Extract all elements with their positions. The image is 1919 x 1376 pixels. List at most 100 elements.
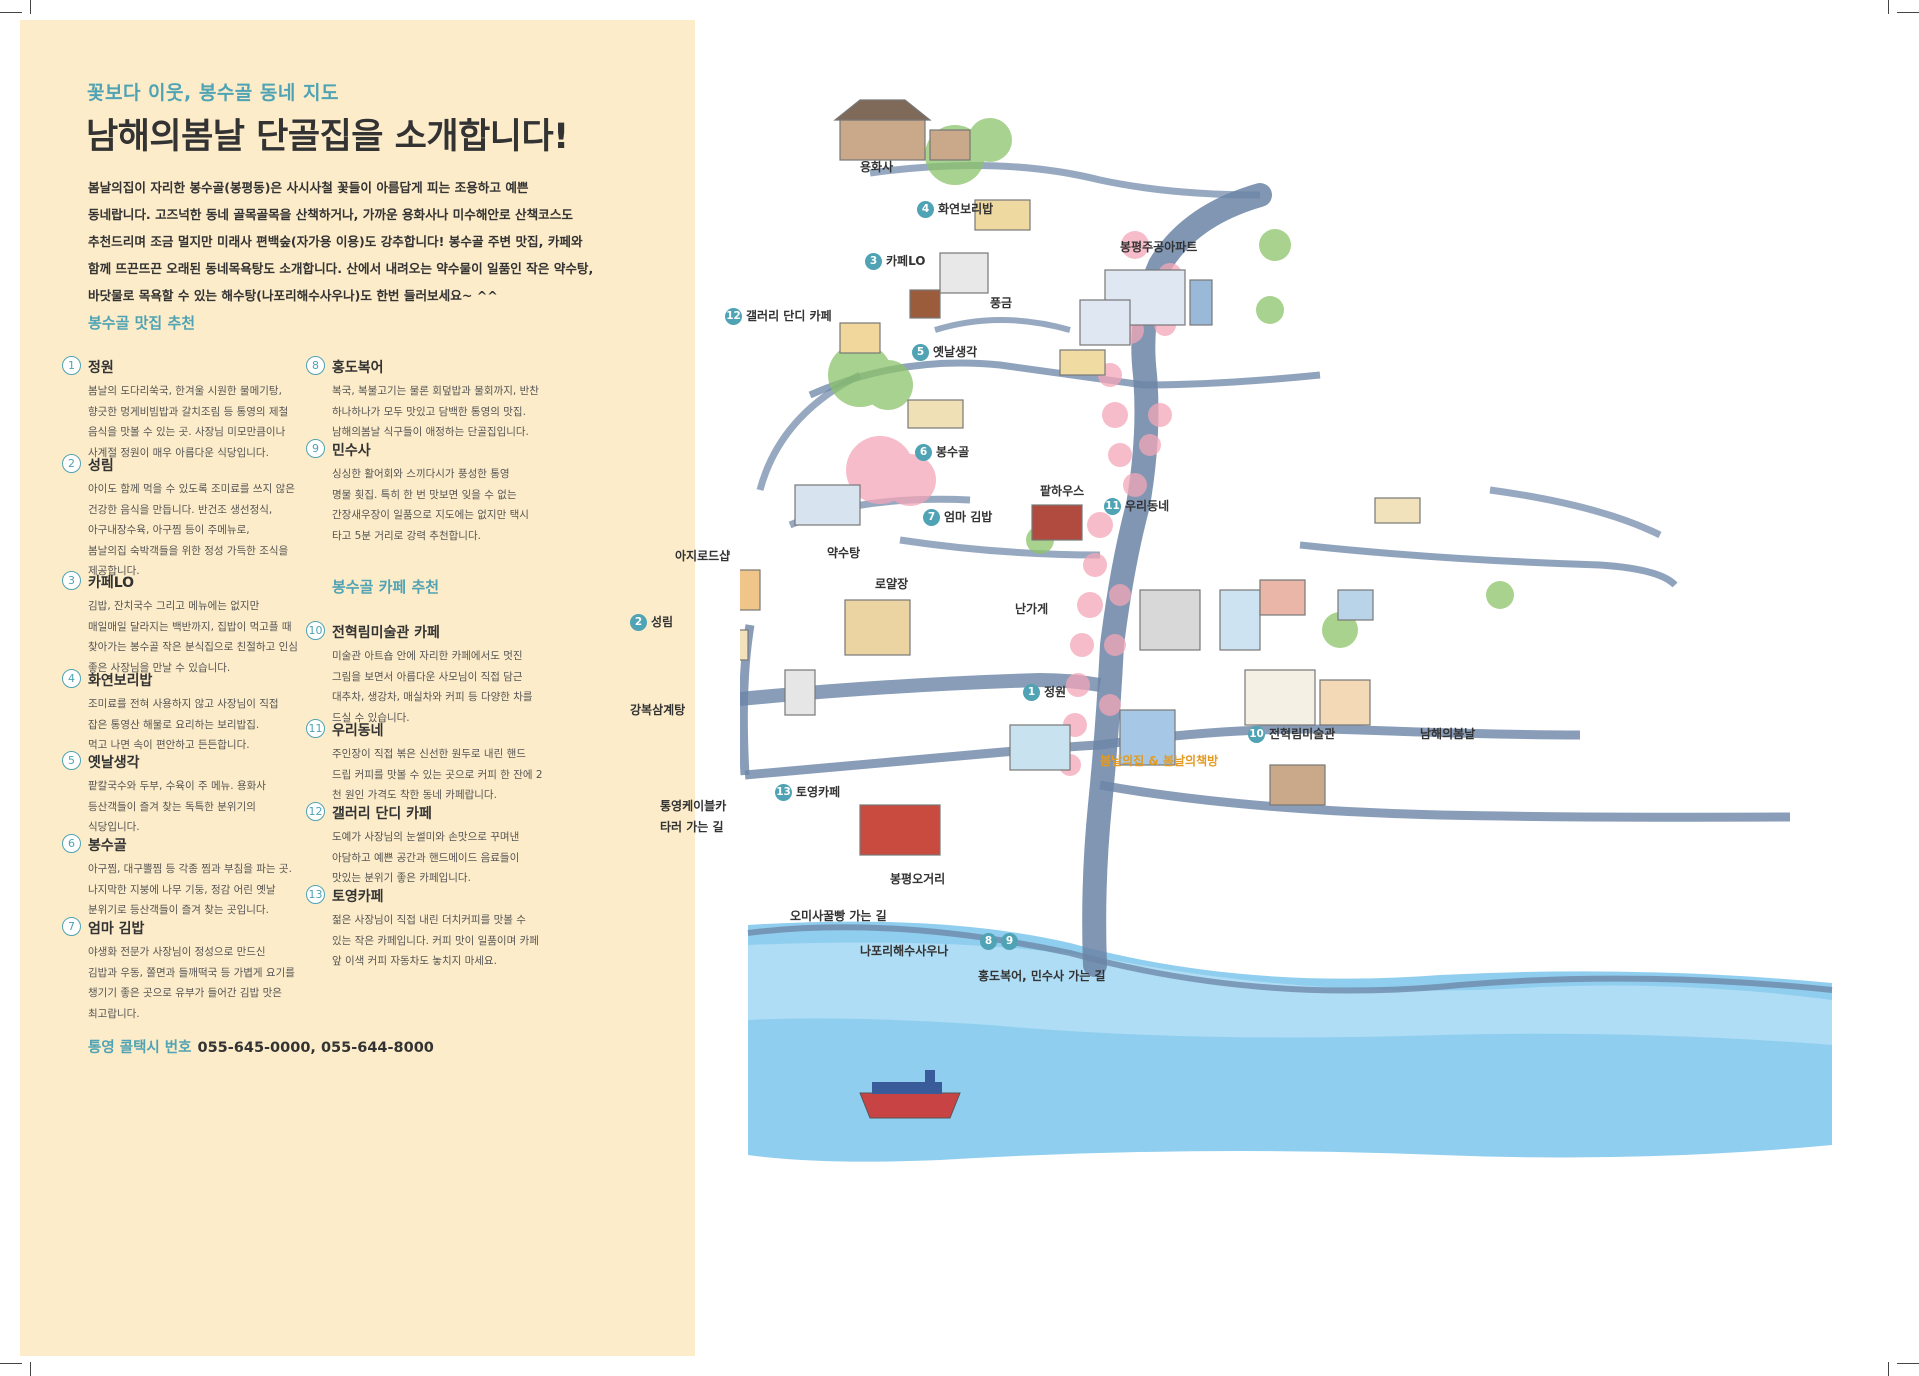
map-label-aji: 아지로드샵: [675, 549, 731, 563]
crop-mark: [1888, 1362, 1889, 1376]
entry-description-line: 등산객들이 즐겨 찾는 독특한 분위기의: [88, 800, 256, 813]
entry-description-line: 있는 작은 카페입니다. 커피 맛이 일품이며 카페: [332, 934, 539, 947]
entry-description: 아구찜, 대구뽈찜 등 각종 찜과 부침을 파는 곳.나지막한 지붕에 나무 기…: [88, 859, 333, 921]
entry-name: 전혁림미술관 카페: [332, 625, 440, 641]
sea: [748, 942, 1832, 1045]
entry-number-badge: 2: [62, 454, 81, 473]
entry-name: 정원: [88, 360, 114, 376]
entry-number-badge: 6: [62, 834, 81, 853]
entry-name: 홍도복어: [332, 360, 384, 376]
intro-line: 바닷물로 목욕할 수 있는 해수탕(나포리해수사우나)도 한번 들러보세요~ ^…: [88, 288, 498, 303]
map-number-badge: 13: [775, 784, 792, 801]
entry-name: 옛날생각: [88, 755, 140, 771]
crop-mark: [0, 12, 22, 13]
map-label-napori: 나포리해수사우나: [860, 944, 949, 958]
entry-description-line: 대추차, 생강차, 매실차와 커피 등 다양한 차를: [332, 691, 533, 703]
info-panel: [20, 20, 695, 1356]
entry-description-line: 제공합니다.: [88, 565, 140, 577]
map-number-badge: 8: [980, 933, 997, 950]
east-road: [1299, 541, 1678, 588]
crop-mark: [1897, 1363, 1919, 1364]
entry-name: 카페LO: [88, 575, 135, 591]
entry-description-line: 매일매일 달라지는 백반까지, 집밥이 먹고플 때: [88, 620, 292, 633]
map-number-badge: 9: [1001, 933, 1018, 950]
entry-description-line: 좋은 사장님을 만날 수 있습니다.: [88, 661, 231, 674]
entry-description-line: 봄날의집 숙박객들을 위한 정성 가득한 조식을: [88, 544, 289, 557]
entry-description-line: 분위기로 등산객들이 즐겨 찾는 곳입니다.: [88, 904, 269, 916]
entry-description-line: 미술관 아트숍 안에 자리한 카페에서도 멋진: [332, 650, 523, 662]
entry-name: 엄마 김밥: [88, 921, 145, 937]
intro-line: 함께 뜨끈뜨끈 오래된 동네목욕탕도 소개합니다. 산에서 내려오는 약수물이 …: [88, 261, 594, 276]
entry-description-line: 주인장이 직접 볶은 신선한 원두로 내린 핸드: [332, 748, 526, 760]
boat-illustration: [859, 1070, 961, 1119]
entry-description-line: 그림을 보면서 아름다운 사모님이 직접 담근: [332, 670, 523, 683]
entry-description-line: 야생화 전문가 사장님이 정성으로 만드신: [88, 946, 266, 958]
map-number-badge: 12: [725, 308, 742, 325]
intro-paragraph: 봄날의집이 자리한 봉수골(봉평동)은 사시사철 꽃들이 아름답게 피는 조용하…: [88, 174, 594, 309]
map-number-badge: 1: [1023, 684, 1040, 701]
entry-description-line: 드립 커피를 맛볼 수 있는 곳으로 커피 한 잔에 2: [332, 768, 543, 781]
map-label-cable-1: 통영케이블카: [660, 799, 727, 813]
entry-description-line: 최고랍니다.: [88, 1007, 140, 1020]
map-label-apartment: 봉평주공아파트: [1120, 240, 1198, 254]
entry-description: 봄날의 도다리쑥국, 한겨울 시원한 물메기탕,향긋한 멍게비빔밥과 갈치조림 …: [88, 381, 333, 463]
entry-description-line: 나지막한 지붕에 나무 기둥, 정감 어린 옛날: [88, 883, 276, 896]
entry-description-line: 잡은 통영산 해물로 요리하는 보리밥집.: [88, 718, 260, 731]
entry-name: 화연보리밥: [88, 673, 153, 689]
entry-description-line: 싱싱한 활어회와 스끼다시가 풍성한 통영: [332, 468, 510, 480]
map-label-gangbok: 강복삼계탕: [630, 703, 686, 717]
entry-description-line: 아구내장수육, 아구찜 등이 주메뉴로,: [88, 524, 250, 536]
entry-description-line: 복국, 복불고기는 물론 회덮밥과 물회까지, 반찬: [332, 385, 539, 397]
entry-description-line: 조미료를 전혀 사용하지 않고 사장님이 직접: [88, 698, 279, 710]
entry-name: 봉수골: [88, 838, 127, 854]
taxi-numbers: 055-645-0000, 055-644-8000: [197, 1040, 434, 1056]
entry-number-badge: 3: [62, 571, 81, 590]
section-food-heading: 봉수골 맛집 추천: [88, 314, 196, 332]
entry-name: 토영카페: [332, 889, 384, 905]
apt-road: [934, 317, 1071, 333]
entry-name: 갤러리 단디 카페: [332, 806, 432, 822]
entry-number-badge: 12: [306, 802, 325, 821]
right-road: [1099, 780, 1791, 822]
map-number-badge: 7: [923, 509, 940, 526]
entry-description-line: 젊은 사장님이 직접 내린 더치커피를 맛볼 수: [332, 914, 526, 926]
entry-number-badge: 4: [62, 669, 81, 688]
entry-description-line: 아담하고 예쁜 공간과 핸드메이드 음료들이: [332, 851, 520, 864]
map-illustration: [699, 99, 1833, 1162]
entry-name: 우리동네: [332, 723, 384, 739]
entry-description-line: 김밥과 우동, 쫄면과 들깨떡국 등 가볍게 요기를: [88, 966, 295, 979]
entry-name: 민수사: [332, 443, 371, 459]
entry-description-line: 남해의봄날 식구들이 애정하는 단골집입니다.: [332, 426, 529, 438]
crop-mark: [0, 1363, 22, 1364]
temple-road: [869, 161, 1261, 199]
east-road-2: [1489, 486, 1662, 539]
map-label-royal: 로얄장: [875, 577, 909, 591]
entry-number-badge: 10: [306, 621, 325, 640]
